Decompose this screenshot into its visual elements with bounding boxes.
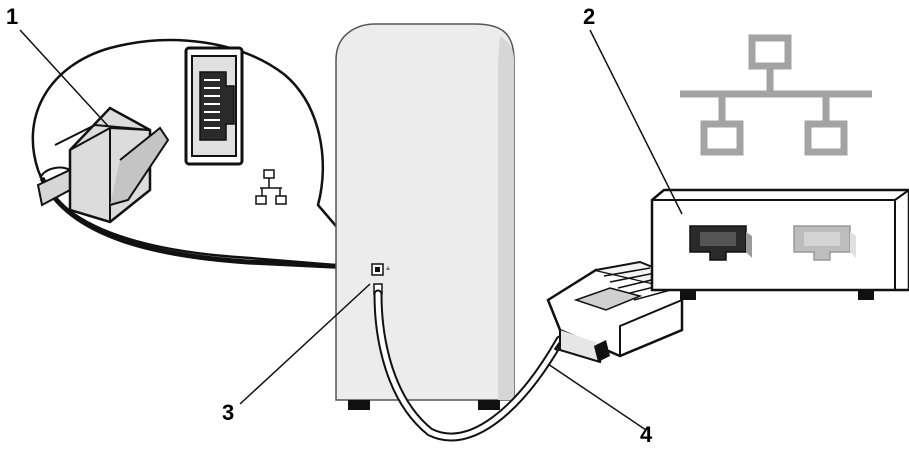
bubble-port xyxy=(184,46,244,166)
network-device xyxy=(650,188,909,300)
callout-leader-lines xyxy=(19,29,683,431)
callout-1: 1 xyxy=(6,4,19,29)
network-topology-large-icon xyxy=(680,34,872,156)
callout-3: 3 xyxy=(222,400,235,425)
ethernet-port-icon-inactive xyxy=(793,225,856,261)
callout-4: 4 xyxy=(640,422,653,447)
callout-2: 2 xyxy=(583,4,596,29)
ethernet-port-icon xyxy=(689,225,752,261)
network-topology-icon xyxy=(255,169,287,205)
bubble-plug xyxy=(36,106,170,224)
computer-tower xyxy=(335,23,515,410)
